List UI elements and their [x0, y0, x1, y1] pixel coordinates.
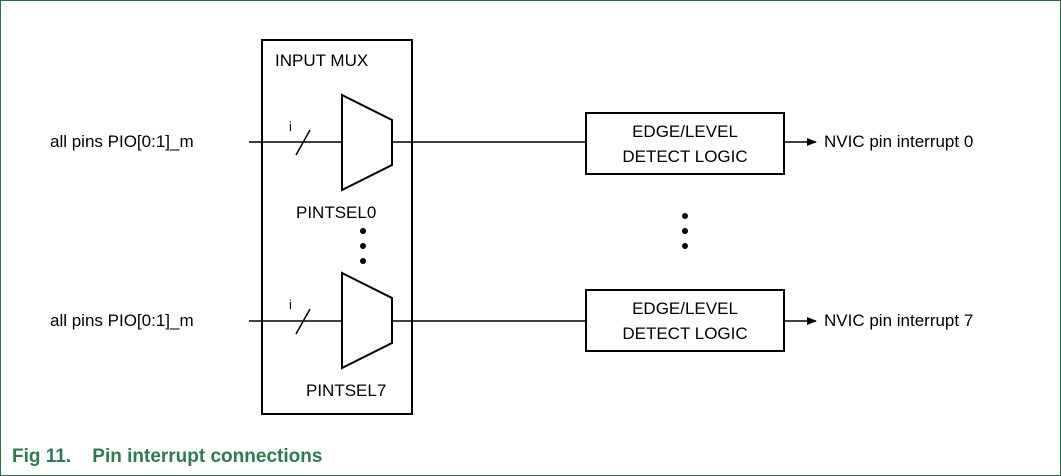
detect-logic-line1-7: EDGE/LEVEL: [632, 299, 738, 318]
mux-ellipsis-dot: [360, 258, 366, 264]
output-label-0: NVIC pin interrupt 0: [824, 132, 973, 151]
mux-label-7: PINTSEL7: [306, 381, 386, 400]
detect-logic-line1-0: EDGE/LEVEL: [632, 122, 738, 141]
detect-logic-box-0: [585, 112, 785, 175]
output-label-7: NVIC pin interrupt 7: [824, 311, 973, 330]
bus-slash-7: [295, 308, 311, 335]
bus-slash-0: [295, 129, 311, 156]
figure-caption: Fig 11. Pin interrupt connections: [12, 446, 322, 468]
mux-trapezoid-7: [341, 271, 393, 370]
figure-number: Fig 11.: [12, 446, 72, 467]
bus-width-0: i: [289, 119, 292, 134]
mux-label-0: PINTSEL0: [296, 203, 376, 222]
detect-logic-line2-0: DETECT LOGIC: [622, 147, 747, 166]
detect-logic-line2-7: DETECT LOGIC: [622, 324, 747, 343]
figure-title: Pin interrupt connections: [92, 446, 323, 467]
logic-ellipsis-dot: [682, 213, 688, 219]
mux-trapezoid-0: [341, 93, 393, 192]
logic-ellipsis-dot: [682, 243, 688, 249]
detect-logic-box-7: [585, 289, 785, 352]
bus-width-7: i: [289, 297, 292, 312]
input-mux-label: INPUT MUX: [275, 51, 368, 70]
input-mux-box: [261, 39, 413, 415]
input-label-7: all pins PIO[0:1]_m: [50, 311, 194, 330]
mux-ellipsis-dot: [360, 243, 366, 249]
mux-ellipsis-dot: [360, 228, 366, 234]
input-label-0: all pins PIO[0:1]_m: [50, 132, 194, 151]
logic-ellipsis-dot: [682, 228, 688, 234]
